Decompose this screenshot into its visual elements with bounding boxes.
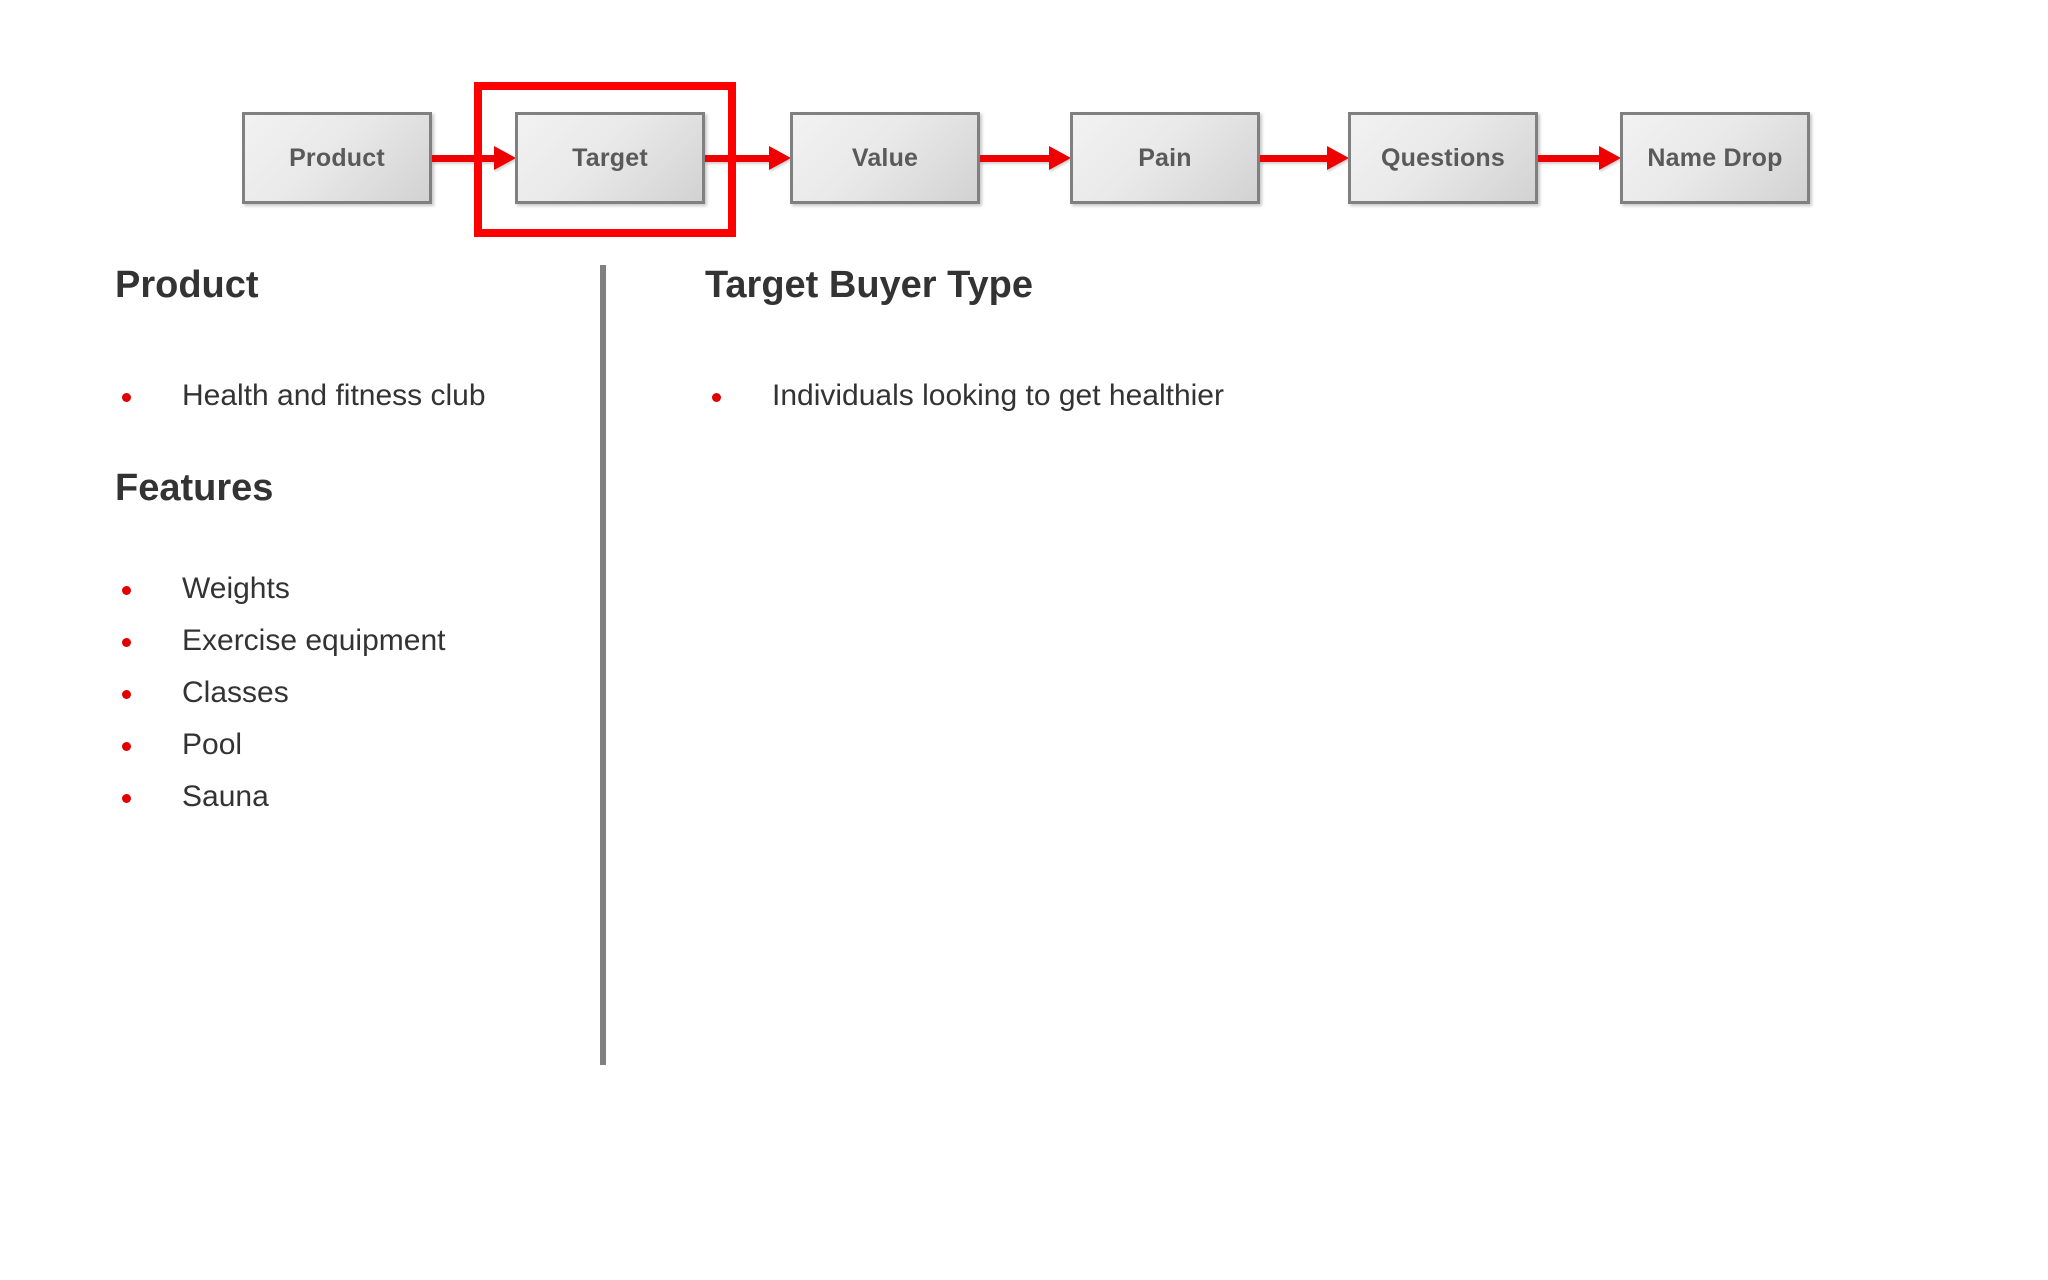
content-area: Product Health and fitness club Features… <box>0 250 2048 1280</box>
arrow-shaft <box>1538 155 1601 162</box>
flow-step-product[interactable]: Product <box>242 112 432 204</box>
arrow-shaft <box>1260 155 1329 162</box>
flow-step-target[interactable]: Target <box>515 112 705 204</box>
bullet-dot-icon <box>122 742 131 751</box>
target-buyer-bullet-list: Individuals looking to get healthier <box>705 370 1224 422</box>
flow-step-label: Questions <box>1380 143 1506 172</box>
arrow-shaft <box>705 155 771 162</box>
flow-step-label: Pain <box>1138 143 1192 172</box>
product-heading: Product <box>115 264 259 306</box>
flow-arrow-4-icon <box>1260 146 1351 170</box>
arrow-head <box>769 146 791 170</box>
list-item: Individuals looking to get healthier <box>705 370 1224 422</box>
features-heading: Features <box>115 467 274 509</box>
arrow-head <box>1327 146 1349 170</box>
column-divider <box>600 265 606 1065</box>
arrow-head <box>1599 146 1621 170</box>
list-item: Classes <box>115 667 445 719</box>
list-item: Health and fitness club <box>115 370 486 422</box>
list-item: Exercise equipment <box>115 615 445 667</box>
bullet-dot-icon <box>122 690 131 699</box>
target-buyer-type-heading: Target Buyer Type <box>705 264 1034 306</box>
arrow-shaft <box>980 155 1051 162</box>
flow-step-pain[interactable]: Pain <box>1070 112 1260 204</box>
flow-arrow-2-icon <box>705 146 793 170</box>
list-item: Pool <box>115 719 445 771</box>
list-item-label: Classes <box>182 676 289 709</box>
flow-step-value[interactable]: Value <box>790 112 980 204</box>
bullet-dot-icon <box>122 393 131 402</box>
flow-step-label: Name Drop <box>1647 143 1783 172</box>
list-item: Weights <box>115 563 445 615</box>
list-item-label: Pool <box>182 728 243 761</box>
flow-arrow-3-icon <box>980 146 1073 170</box>
bullet-dot-icon <box>122 638 131 647</box>
list-item-label: Health and fitness club <box>182 379 486 412</box>
flow-step-label: Target <box>572 143 648 172</box>
features-bullet-list: Weights Exercise equipment Classes Pool … <box>115 563 445 823</box>
product-bullet-list: Health and fitness club <box>115 370 486 422</box>
list-item-label: Individuals looking to get healthier <box>772 379 1224 412</box>
arrow-head <box>1049 146 1071 170</box>
flow-step-label: Value <box>851 143 919 172</box>
arrow-head <box>494 146 516 170</box>
bullet-dot-icon <box>712 393 721 402</box>
list-item: Sauna <box>115 771 445 823</box>
flow-step-label: Product <box>289 143 385 172</box>
arrow-shaft <box>432 155 496 162</box>
active-step-highlight <box>474 82 736 237</box>
list-item-label: Weights <box>182 572 290 605</box>
bullet-dot-icon <box>122 794 131 803</box>
flow-step-name-drop[interactable]: Name Drop <box>1620 112 1810 204</box>
list-item-label: Sauna <box>182 780 269 813</box>
flow-arrow-1-icon <box>432 146 518 170</box>
bullet-dot-icon <box>122 586 131 595</box>
flow-step-questions[interactable]: Questions <box>1348 112 1538 204</box>
flow-arrow-5-icon <box>1538 146 1623 170</box>
process-flow-diagram: Product Target Value Pain Questions Name… <box>0 0 2048 250</box>
list-item-label: Exercise equipment <box>182 624 446 657</box>
